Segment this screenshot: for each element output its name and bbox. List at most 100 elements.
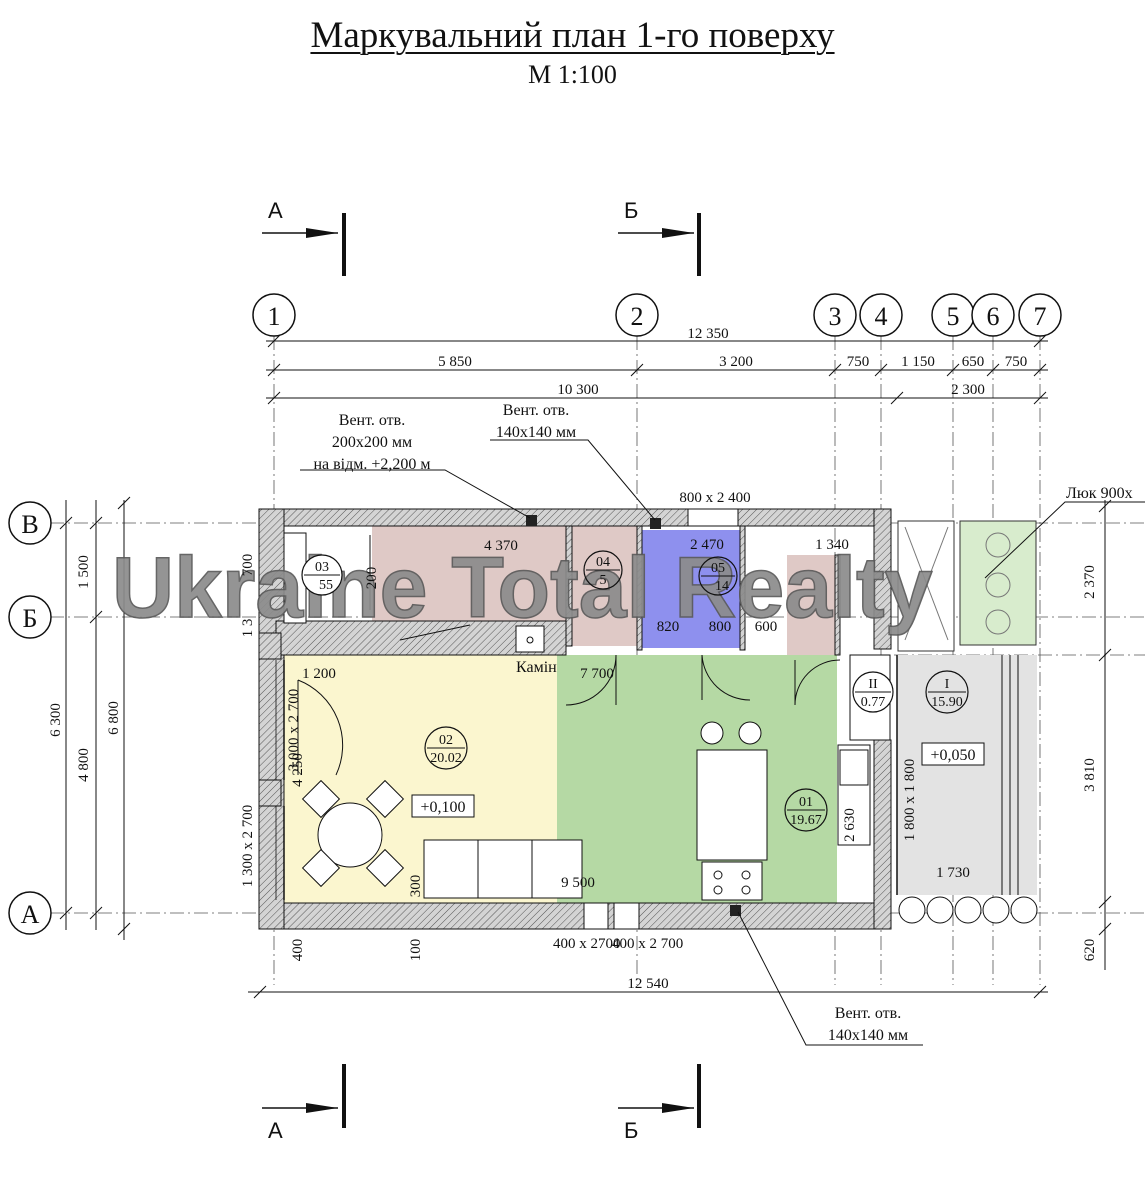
dim-seg-2: 3 200 <box>719 354 753 370</box>
hedge <box>898 896 1038 924</box>
axis-label-a: А <box>21 900 40 929</box>
dim-right-620: 620 <box>1082 939 1098 962</box>
axis-label-2: 2 <box>631 302 644 331</box>
svg-text:14: 14 <box>715 579 729 594</box>
axis-bubble-3 <box>813 293 857 337</box>
dim-seg-4: 1 150 <box>901 354 935 370</box>
axis-label-4: 4 <box>875 302 888 331</box>
dim-2470: 2 470 <box>690 537 724 553</box>
dim-820: 820 <box>657 619 680 635</box>
svg-text:+0,050: +0,050 <box>930 747 975 764</box>
axis-bubble-4 <box>859 293 903 337</box>
dim-overall-bottom: 12 540 <box>627 976 668 992</box>
dim-1340: 1 340 <box>815 537 849 553</box>
right-dimensions <box>1098 499 1112 970</box>
left-dimensions <box>59 496 131 940</box>
svg-text:Б: Б <box>624 1118 638 1143</box>
dim-bottom-opening-2: 400 х 2 700 <box>612 936 683 952</box>
dim-overall-top: 12 350 <box>687 326 728 342</box>
svg-text:А: А <box>268 1118 283 1143</box>
axis-label-v: В <box>21 510 38 539</box>
room-06-fill <box>787 555 835 655</box>
plan-scale: М 1:100 <box>528 60 617 89</box>
svg-text:01: 01 <box>799 795 813 810</box>
svg-text:04: 04 <box>596 555 610 570</box>
room-tag-II: II 0.77 <box>852 671 894 713</box>
dim-1200: 1 200 <box>302 666 336 682</box>
dim-9500: 9 500 <box>561 875 595 891</box>
axis-bubble-a <box>8 891 52 935</box>
dim-300: 300 <box>408 875 424 898</box>
svg-text:+0,100: +0,100 <box>420 799 465 816</box>
axis-bubbles: 1 2 3 4 5 6 7 В Б А <box>8 293 1062 935</box>
dim-door-top: 800 x 2 400 <box>679 490 750 506</box>
dim-700: 700 <box>240 554 256 577</box>
room-tag-01: 01 19.67 <box>784 788 828 832</box>
svg-text:5: 5 <box>600 573 607 588</box>
svg-text:15.90: 15.90 <box>931 695 963 710</box>
furniture <box>283 532 768 901</box>
room-tag-I: I 15.90 <box>925 670 969 714</box>
section-mark-a-bottom: А <box>262 1064 346 1143</box>
axis-label-3: 3 <box>829 302 842 331</box>
room-tag-03: 03 55 <box>301 554 343 596</box>
room-tag-02: 02 20.02 <box>424 726 468 770</box>
svg-text:02: 02 <box>439 733 453 748</box>
dim-row2-b: 2 300 <box>951 382 985 398</box>
note-vent2-l1: Вент. отв. <box>503 402 569 419</box>
dim-4250: 4 250 <box>290 753 306 787</box>
section-mark-b-bottom: Б <box>618 1064 701 1143</box>
dim-row2-a: 10 300 <box>557 382 598 398</box>
svg-text:II: II <box>868 677 878 692</box>
svg-text:20.02: 20.02 <box>430 751 462 766</box>
svg-text:05: 05 <box>711 561 725 576</box>
level-mark-living: +0,100 <box>411 794 475 818</box>
note-vent1-l2: 200х200 мм <box>332 434 412 451</box>
svg-text:03: 03 <box>315 560 329 575</box>
dim-200: 200 <box>364 567 380 590</box>
dim-13: 1 3 <box>240 619 256 638</box>
dim-bottom-openings: 400 х 2700 <box>553 936 621 952</box>
dim-door-left-1: 3 000 х 2 700 <box>286 689 302 772</box>
dim-left-4800: 4 800 <box>76 748 92 782</box>
note-vent3-l1: Вент. отв. <box>835 1005 901 1022</box>
corridor-fill <box>372 526 569 621</box>
dim-left-6300: 6 300 <box>48 703 64 737</box>
dim-bottom-400: 400 <box>290 939 306 962</box>
note-vent3-l2: 140х140 мм <box>828 1027 908 1044</box>
dim-door-left-2: 1 300 х 2 700 <box>240 805 256 888</box>
axis-label-7: 7 <box>1034 302 1047 331</box>
dim-seg-5: 650 <box>962 354 985 370</box>
terrace-fill <box>897 655 1037 895</box>
dim-seg-6: 750 <box>1005 354 1028 370</box>
axis-label-1: 1 <box>268 302 281 331</box>
dim-2630: 2 630 <box>842 808 858 842</box>
section-mark-a-top: А <box>262 198 346 276</box>
top-door-opening <box>687 508 739 527</box>
dim-1730: 1 730 <box>936 865 970 881</box>
axis-bubble-2 <box>615 293 659 337</box>
svg-text:I: I <box>945 677 950 692</box>
note-hatch: Люк 900х <box>1066 485 1133 502</box>
axis-bubble-7 <box>1018 293 1062 337</box>
watermark: Ukraine Total Realty <box>112 540 933 636</box>
level-mark-terrace: +0,050 <box>921 742 985 766</box>
axis-bubble-v <box>8 501 52 545</box>
note-vent1-l3: на відм. +2,200 м <box>313 456 430 473</box>
section-mark-b-top: Б <box>618 198 701 276</box>
svg-text:55: 55 <box>319 578 333 593</box>
axis-label-5: 5 <box>947 302 960 331</box>
room-04-fill <box>569 526 637 646</box>
dim-4370: 4 370 <box>484 538 518 554</box>
top-dimensions <box>266 334 1048 405</box>
dim-seg-3: 750 <box>847 354 870 370</box>
dim-left-6800: 6 800 <box>106 701 122 735</box>
dim-seg-1: 5 850 <box>438 354 472 370</box>
note-vent2-l2: 140х140 мм <box>496 424 576 441</box>
axis-bubble-1 <box>252 293 296 337</box>
svg-text:0.77: 0.77 <box>861 695 886 710</box>
axis-bubble-b <box>8 595 52 639</box>
dim-right-3810: 3 810 <box>1082 758 1098 792</box>
dim-800: 800 <box>709 619 732 635</box>
